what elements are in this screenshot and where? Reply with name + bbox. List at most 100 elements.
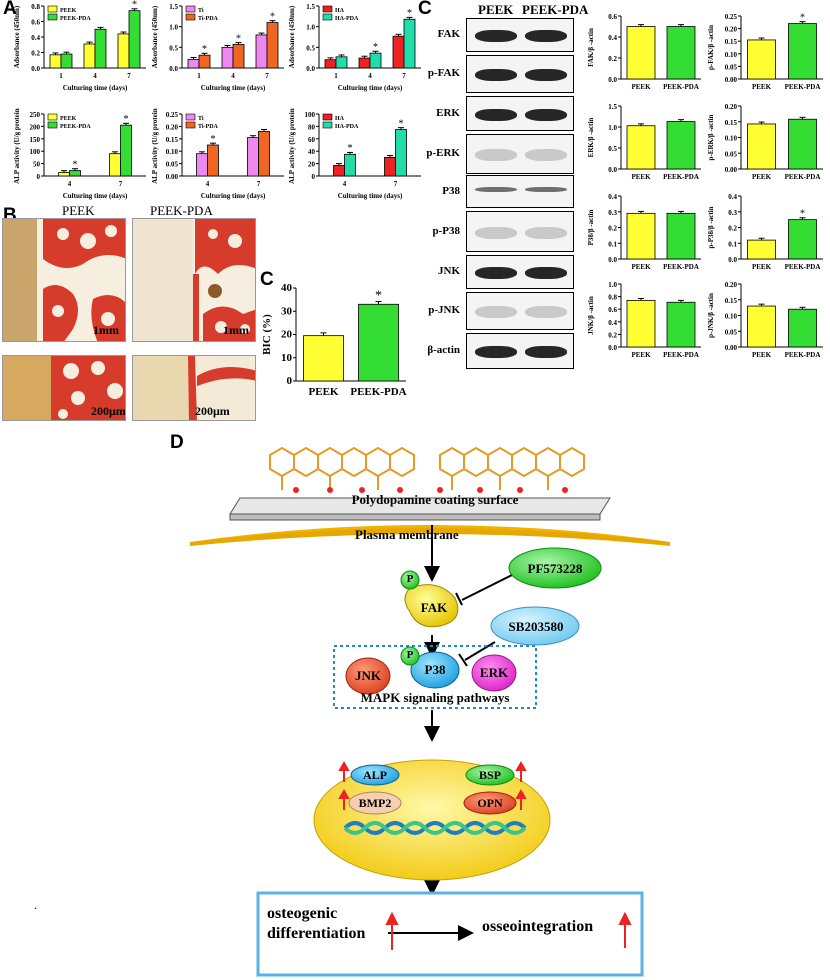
blot-band: [525, 267, 567, 279]
legend-label: Ti-PDA: [198, 124, 219, 130]
y-tick-label: 20: [308, 161, 316, 169]
bar: [258, 130, 270, 177]
y-tick-label: 0.20: [166, 123, 179, 131]
significance-star: *: [236, 33, 241, 44]
y-tick-label: 0.05: [725, 328, 738, 336]
histology-peek-high: 200μm: [2, 355, 126, 421]
y-tick-label: 0.2: [31, 50, 40, 58]
y-tick-label: 0.4: [31, 34, 40, 42]
legend-label: HA-PDA: [335, 16, 359, 22]
blot-band: [475, 267, 517, 279]
histology-pda-high: 200μm: [132, 355, 256, 421]
legend-label: HA: [335, 116, 345, 122]
x-axis-label: Culturing time (days): [338, 84, 403, 92]
blot-lane-p38: [466, 175, 574, 208]
x-axis-label: Culturing time (days): [201, 192, 266, 200]
y-tick-label: 0.0: [728, 256, 737, 264]
y-axis-label: JNK/β -actin: [587, 296, 595, 335]
x-tick-label: PEEK: [309, 386, 339, 398]
x-tick-label: 1: [197, 72, 201, 80]
significance-star: *: [124, 114, 129, 125]
legend-label: Ti: [198, 116, 204, 122]
y-tick-label: 0.00: [725, 166, 738, 174]
blot-lane-p-fak: [466, 55, 574, 93]
scale-label-200-a: 200μm: [91, 404, 126, 418]
histology-pda-low: 1mm: [132, 218, 256, 342]
panel-letter-c-bic: C: [260, 269, 274, 290]
blot-label-β-actin: β-actin: [427, 344, 460, 356]
bsp-label: BSP: [478, 768, 501, 782]
y-axis-label: Adsorbance (450nm): [13, 5, 21, 68]
x-tick-label: 7: [394, 180, 398, 188]
panel-letter-c-blot: C: [418, 0, 432, 19]
opn-gene: [463, 791, 517, 815]
bar: [666, 121, 696, 170]
y-tick-label: 0.15: [725, 297, 738, 305]
bar: [255, 34, 268, 69]
y-tick-label: 30: [281, 305, 293, 317]
pf573228-inhibitor: [508, 547, 602, 589]
bar: [198, 54, 211, 69]
osteogenic-label: osteogenic: [267, 905, 338, 922]
erk-label: ERK: [479, 665, 509, 680]
y-tick-label: 0.10: [725, 135, 738, 143]
y-tick-label: 40: [281, 282, 293, 294]
histology-peek-low-image: [3, 219, 125, 341]
y-tick-label: 0.6: [608, 306, 617, 314]
legend-swatch: [47, 13, 58, 21]
blot-label-p-fak: p-FAK: [427, 67, 460, 79]
scale-label-200-b: 200μm: [195, 404, 230, 418]
x-tick-label: PEEK: [631, 351, 651, 359]
bar: [666, 301, 696, 348]
legend-swatch: [47, 5, 58, 13]
jnk-label: JNK: [355, 668, 381, 683]
y-tick-label: 100: [30, 148, 41, 156]
alp-gene: [350, 764, 400, 786]
y-tick-label: 10: [281, 352, 293, 364]
y-tick-label: 0.00: [725, 76, 738, 84]
significance-star: *: [373, 42, 378, 53]
y-tick-label: 1.0: [608, 281, 617, 289]
legend-swatch: [322, 113, 333, 121]
blot-band: [475, 346, 517, 358]
significance-star: *: [348, 143, 353, 154]
y-tick-label: 100: [305, 111, 316, 119]
bar: [747, 305, 776, 348]
bsp-gene: [465, 764, 515, 786]
bmp2-gene: [348, 791, 402, 815]
polydopamine-structure: [269, 446, 585, 490]
blot-lane-p-p38: [466, 211, 574, 252]
significance-star: *: [73, 159, 78, 170]
y-tick-label: 0.1: [728, 240, 737, 248]
erk-protein: [471, 654, 517, 692]
legend-label: PEEK-PDA: [60, 124, 91, 130]
blot-lane-erk: [466, 96, 574, 131]
blot-label-jnk: JNK: [438, 265, 460, 277]
bar: [626, 299, 656, 348]
blot-band: [525, 69, 567, 81]
legend-swatch: [185, 5, 196, 13]
bar: [333, 165, 345, 177]
x-tick-label: PEEK: [631, 83, 651, 91]
y-tick-label: 150: [30, 136, 41, 144]
y-tick-label: 250: [30, 111, 41, 119]
y-tick-label: 0.20: [725, 26, 738, 34]
y-axis-label: Adsorbance (450nm): [151, 5, 159, 68]
bar: [666, 26, 696, 80]
significance-star: *: [132, 0, 137, 11]
histology-peek-low: 1mm: [2, 218, 126, 342]
x-tick-label: PEEK: [752, 83, 772, 91]
significance-star: *: [375, 289, 382, 304]
x-tick-label: 1: [59, 72, 63, 80]
bar: [788, 308, 817, 348]
legend-label: HA-PDA: [335, 124, 359, 130]
dna-strand-b: [343, 821, 527, 835]
phospho-p2: [400, 646, 420, 666]
y-tick-label: 60: [308, 136, 316, 144]
legend-swatch: [322, 5, 333, 13]
y-tick-label: 0.5: [608, 145, 617, 153]
